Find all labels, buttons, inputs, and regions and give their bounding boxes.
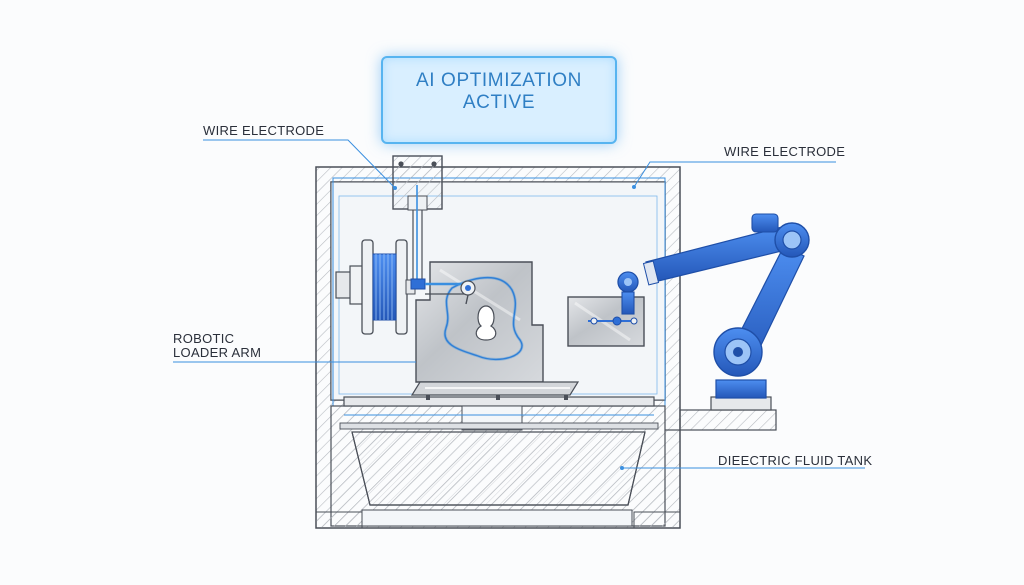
ai-panel-title-line2: ACTIVE: [462, 92, 536, 113]
ai-optimization-panel: AI OPTIMIZATION ACTIVE: [381, 56, 617, 144]
label-robotic-loader-arm-line1: ROBOTIC: [173, 331, 235, 346]
work-table: [339, 396, 659, 431]
ai-panel-title-line1: AI OPTIMIZATION: [416, 70, 582, 91]
label-wire-electrode-left: WIRE ELECTRODE: [203, 123, 325, 138]
robotic-loader-arm: [617, 213, 810, 411]
leader-lines: [173, 139, 865, 470]
wire-spool: [335, 239, 416, 335]
label-dielectric-fluid-tank: DIEECTRIC FLUID TANK: [718, 453, 873, 468]
workpiece: [410, 261, 580, 400]
label-wire-electrode-right: WIRE ELECTRODE: [724, 144, 846, 159]
wire-feed-arm: [410, 278, 476, 305]
robot-ledge: [665, 409, 777, 431]
upper-wire-guide: [392, 155, 443, 282]
label-robotic-loader-arm-line2: LOADER ARM: [173, 345, 262, 360]
